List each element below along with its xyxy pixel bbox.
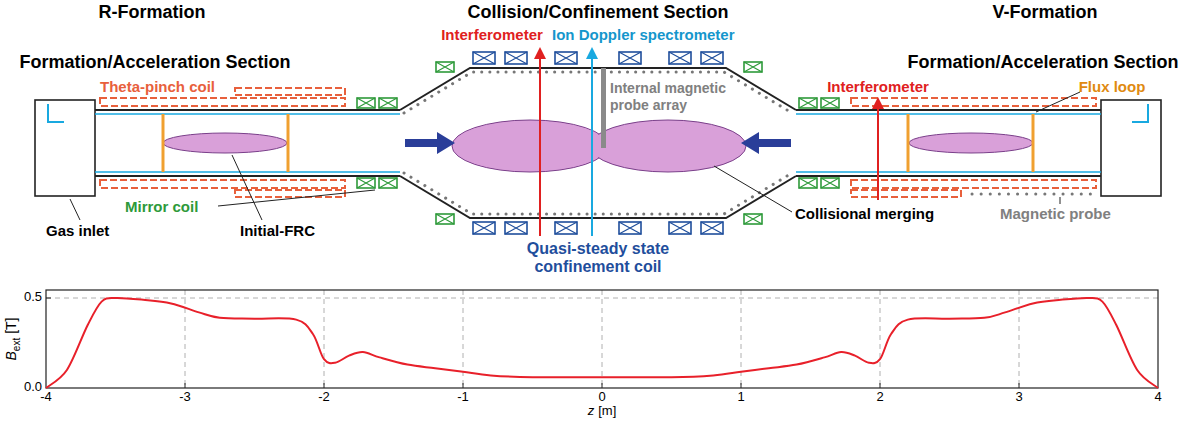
tick-label: 3 xyxy=(1015,390,1022,405)
axis-title: Bext [T] xyxy=(3,317,22,360)
diagnostic-label: Interferometer xyxy=(441,26,543,43)
axis-unit: [T] xyxy=(3,317,19,333)
axis-title: z[m] xyxy=(588,404,617,418)
part-label: Mirror coil xyxy=(125,198,198,215)
tick-label: 2 xyxy=(876,390,883,405)
part-label: Theta-pinch coil xyxy=(100,78,215,95)
part-label: Internal magnetic probe array xyxy=(610,80,750,114)
part-label: Quasi-steady state confinement coil xyxy=(498,240,698,276)
section-heading: R-Formation xyxy=(99,2,206,23)
tick-label: 4 xyxy=(1154,390,1161,405)
part-label: Collisional merging xyxy=(795,205,934,222)
axis-symbol: B xyxy=(3,351,19,360)
part-label: Gas inlet xyxy=(46,222,109,239)
section-heading: V-Formation xyxy=(992,2,1097,23)
diagnostic-label: Ion Doppler spectrometer xyxy=(552,26,735,43)
tick-label: 0.0 xyxy=(24,380,42,395)
section-heading: Collision/Confinement Section xyxy=(467,2,728,23)
axis-subscript: ext xyxy=(11,338,22,351)
axis-unit: [m] xyxy=(598,403,616,418)
tick-label: -2 xyxy=(318,390,330,405)
diagnostic-label: Interferometer xyxy=(827,78,929,95)
section-heading: Formation/Acceleration Section xyxy=(907,52,1178,73)
section-heading: Formation/Acceleration Section xyxy=(19,52,290,73)
part-label: Initial-FRC xyxy=(240,222,315,239)
part-label: Flux loop xyxy=(1079,78,1146,95)
tick-label: -4 xyxy=(40,390,52,405)
tick-label: -3 xyxy=(179,390,191,405)
axis-symbol: z xyxy=(588,403,595,418)
tick-label: 0 xyxy=(598,390,605,405)
part-label: Magnetic probe xyxy=(1000,205,1111,222)
tick-label: 0.5 xyxy=(24,290,42,305)
tick-label: -1 xyxy=(457,390,469,405)
tick-label: 1 xyxy=(737,390,744,405)
